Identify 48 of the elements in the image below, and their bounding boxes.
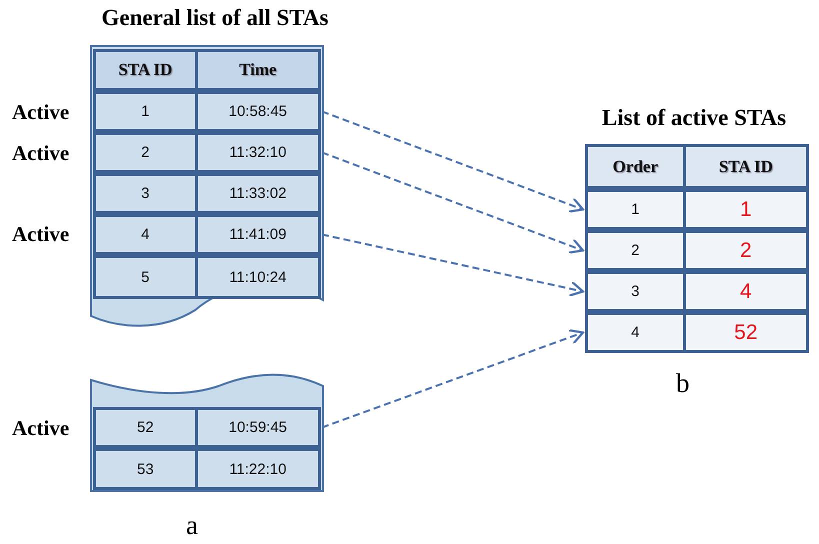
table-cell: 2 <box>588 233 683 268</box>
table-cell: 2 <box>96 135 195 170</box>
table-title: List of active STAs <box>600 105 788 131</box>
table-cell: 2 <box>686 233 806 268</box>
table-row <box>585 312 809 353</box>
status-label: Active <box>12 416 70 441</box>
table-row <box>93 132 321 173</box>
table-title: General list of all STAs <box>100 5 330 31</box>
table-row <box>93 173 321 214</box>
table-row <box>585 189 809 230</box>
status-label: Active <box>12 141 70 166</box>
column-header: STA ID <box>96 52 195 88</box>
panel-label: a <box>186 510 198 541</box>
status-label: Active <box>12 100 70 125</box>
table-row <box>585 271 809 312</box>
table-header-row <box>93 49 321 91</box>
table-row <box>93 448 321 490</box>
table-cell: 52 <box>96 410 195 445</box>
table-cell: 11:22:10 <box>198 451 318 487</box>
table-row <box>93 214 321 255</box>
status-label: Active <box>12 222 70 247</box>
table-cell: 1 <box>686 192 806 227</box>
column-header: Order <box>588 147 683 186</box>
table-cell: 52 <box>686 315 806 350</box>
table-cell: 10:59:45 <box>198 410 318 445</box>
document-panel <box>90 372 324 492</box>
table-row <box>585 230 809 271</box>
table-row <box>93 255 321 299</box>
column-header: STA ID <box>686 147 806 186</box>
table-cell: 1 <box>588 192 683 227</box>
column-header: Time <box>198 52 318 88</box>
table-cell: 5 <box>96 258 195 296</box>
table-cell: 4 <box>686 274 806 309</box>
table-cell: 11:10:24 <box>198 258 318 296</box>
table-row <box>93 407 321 448</box>
panel-label: b <box>676 368 690 399</box>
table-row <box>93 91 321 132</box>
table-cell: 11:32:10 <box>198 135 318 170</box>
table-cell: 11:33:02 <box>198 176 318 211</box>
table-cell: 3 <box>588 274 683 309</box>
table-cell: 4 <box>96 217 195 252</box>
table-cell: 53 <box>96 451 195 487</box>
table-header-row <box>585 144 809 189</box>
table-cell: 11:41:09 <box>198 217 318 252</box>
table-cell: 4 <box>588 315 683 350</box>
table-cell: 1 <box>96 94 195 129</box>
table-cell: 3 <box>96 176 195 211</box>
table-cell: 10:58:45 <box>198 94 318 129</box>
